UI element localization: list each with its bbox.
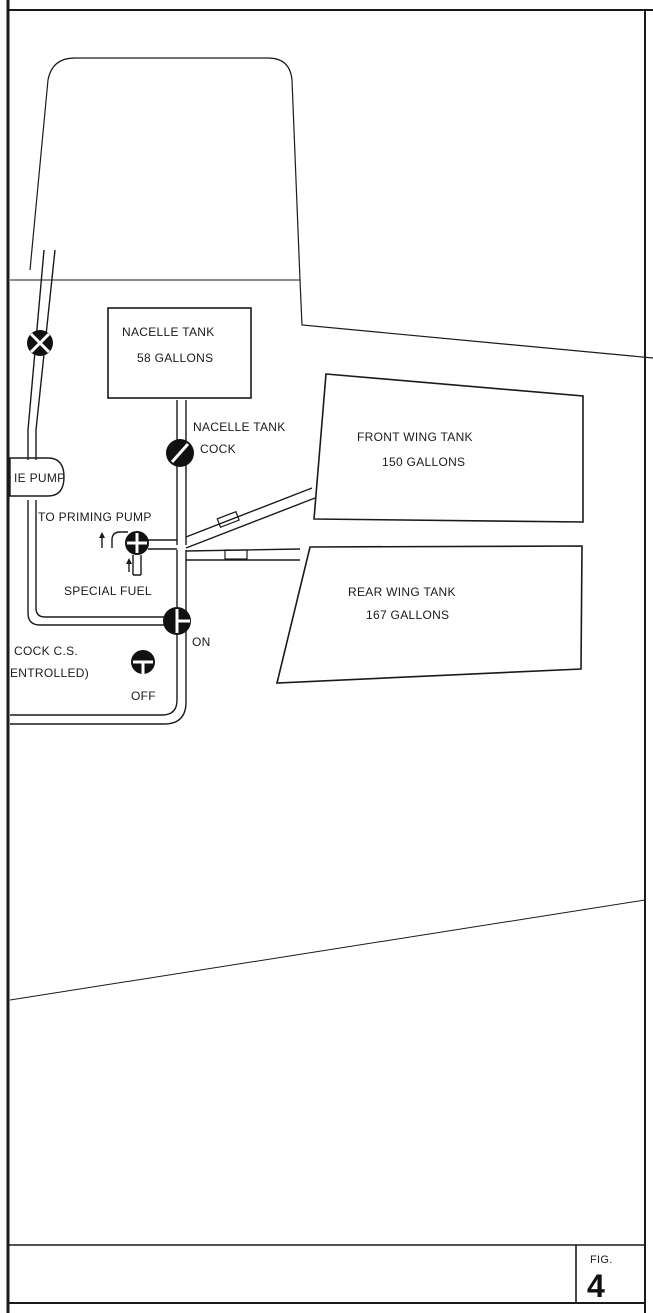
nacelle-tank-name: NACELLE TANK xyxy=(122,325,215,339)
upper-line-cock-icon xyxy=(27,330,53,356)
flow-arrow-icon xyxy=(99,532,132,572)
rear-wing-tank-name: REAR WING TANK xyxy=(348,585,456,599)
figure-number-box: FIG. 4 xyxy=(575,1245,613,1304)
priming-pump-label: TO PRIMING PUMP xyxy=(38,510,152,524)
nacelle-tank: NACELLE TANK 58 GALLONS xyxy=(107,307,252,399)
nacelle-cock-label-2: COCK xyxy=(200,442,236,456)
front-wing-tank-name: FRONT WING TANK xyxy=(357,430,473,444)
drawing-frame xyxy=(6,0,653,1313)
engine-pump: IE PUMP xyxy=(9,457,65,497)
priming-cock-icon xyxy=(125,531,149,555)
nacelle-outline xyxy=(10,57,653,359)
special-fuel-label: SPECIAL FUEL xyxy=(64,584,152,598)
rear-wing-tank: REAR WING TANK 167 GALLONS xyxy=(275,545,583,684)
figure-prefix: FIG. xyxy=(590,1254,613,1266)
cock-cs-label-1: COCK C.S. xyxy=(14,644,78,658)
front-wing-tank: FRONT WING TANK 150 GALLONS xyxy=(313,373,584,523)
wing-outline xyxy=(9,899,646,1001)
engine-pump-label: IE PUMP xyxy=(14,471,65,485)
nacelle-tank-cock-icon xyxy=(166,439,194,467)
front-feed-filter xyxy=(216,510,240,529)
off-label: OFF xyxy=(131,689,156,703)
nacelle-tank-capacity: 58 GALLONS xyxy=(137,351,213,365)
main-on-cock-icon xyxy=(163,607,191,635)
figure-number: 4 xyxy=(587,1268,605,1304)
on-label: ON xyxy=(192,635,211,649)
rear-wing-tank-capacity: 167 GALLONS xyxy=(366,608,449,622)
off-position-icon xyxy=(131,650,155,674)
nacelle-cock-label-1: NACELLE TANK xyxy=(193,420,286,434)
rear-feed-filter xyxy=(224,549,248,560)
fuel-pipes xyxy=(10,249,316,725)
front-wing-tank-capacity: 150 GALLONS xyxy=(382,455,465,469)
cock-cs-label-2: ENTROLLED) xyxy=(10,666,89,680)
